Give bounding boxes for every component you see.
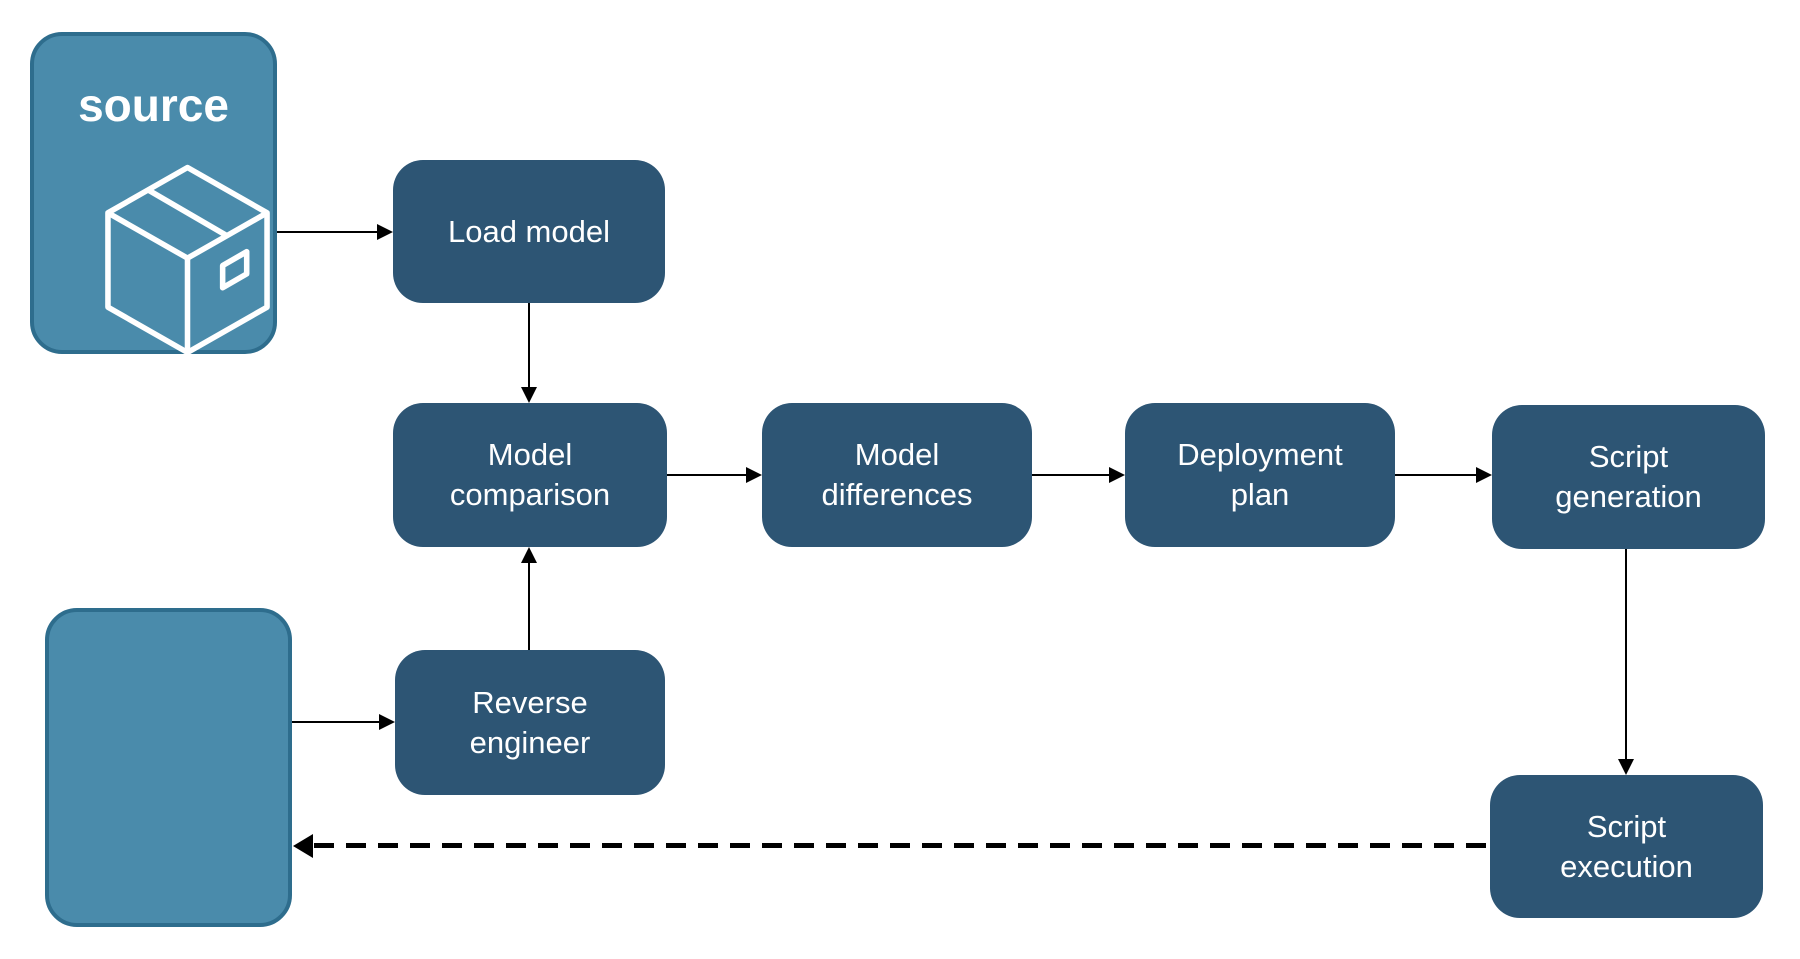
node-model-comparison: Model comparison [393,403,667,547]
target-entity: target [45,608,292,927]
node-model-differences-label: Model differences [821,437,973,512]
node-model-comparison-label: Model comparison [449,437,611,512]
node-model-differences: Model differences [762,403,1032,547]
source-entity: source [30,32,277,356]
node-script-generation: Script generation [1492,405,1765,549]
node-deployment-plan-label: Deployment plan [1177,437,1343,512]
node-reverse-engineer: Reverse engineer [395,650,665,795]
source-label: source [78,79,229,131]
node-load-model: Load model [393,160,665,303]
node-script-generation-label: Script generation [1555,439,1702,514]
node-deployment-plan: Deployment plan [1125,403,1395,547]
node-script-execution-label: Script execution [1560,808,1693,884]
package-icon [105,164,270,356]
node-load-model-label: Load model [447,213,610,249]
node-reverse-engineer-label: Reverse engineer [469,684,591,760]
node-script-execution: Script execution [1490,775,1763,918]
